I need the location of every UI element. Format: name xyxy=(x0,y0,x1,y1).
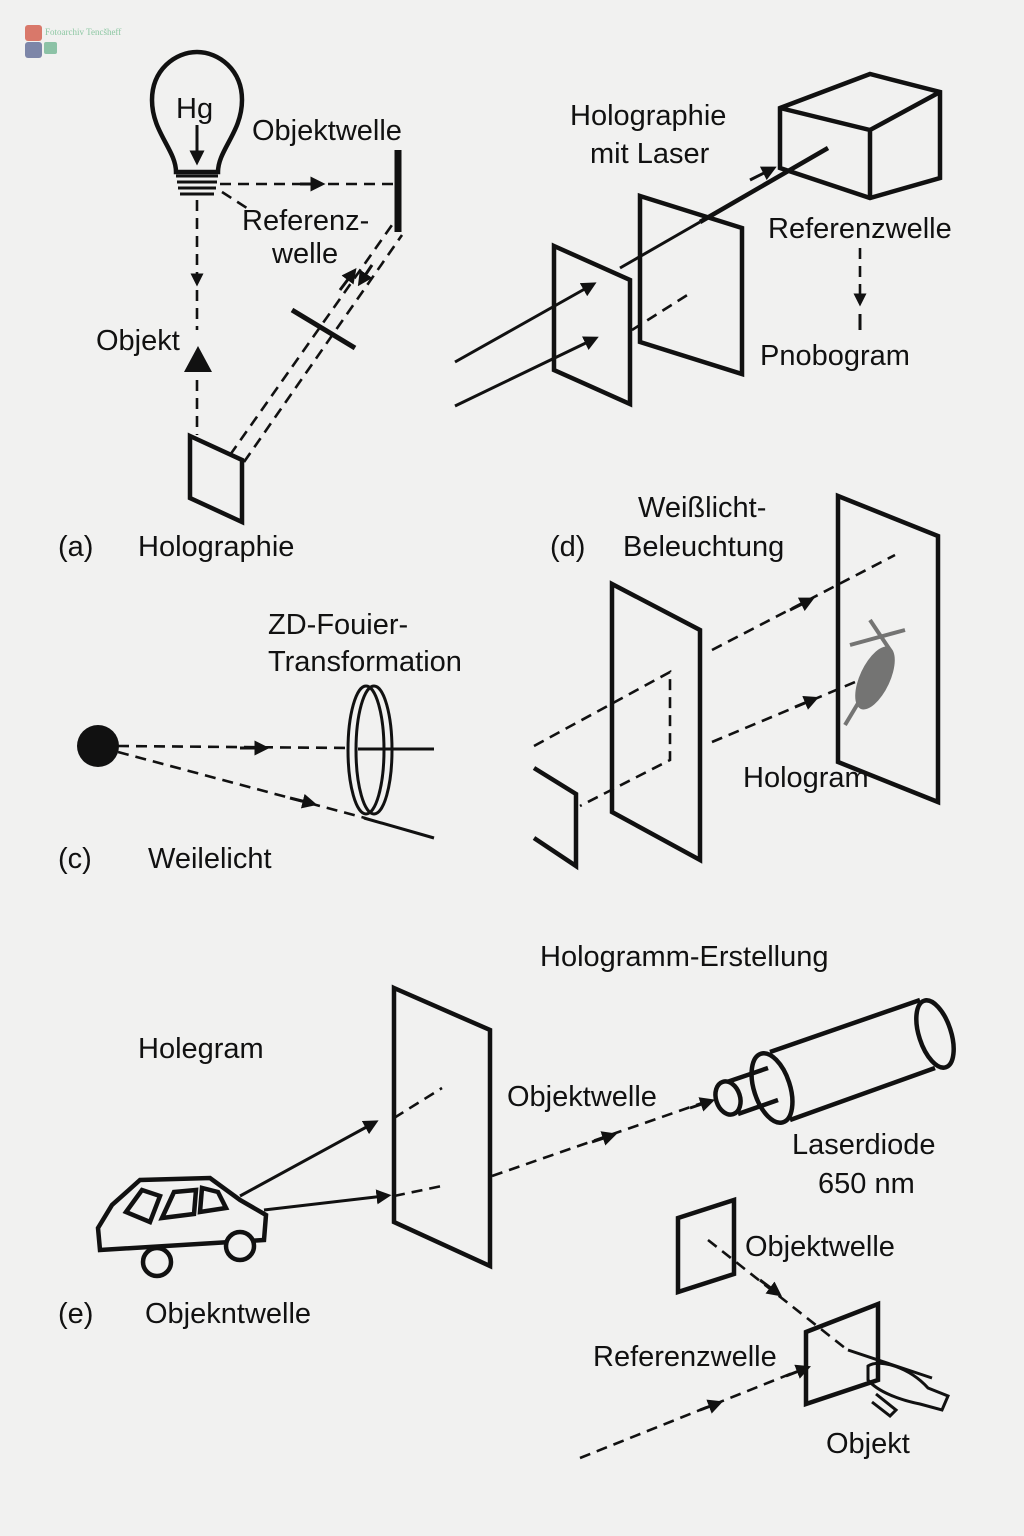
pnobogram-label: Pnobogram xyxy=(760,340,910,372)
light-source-dot xyxy=(77,725,119,767)
panel-c-caption: Weilelicht xyxy=(148,843,272,875)
panel-a-caption: Holographie xyxy=(138,531,294,563)
reference-wave-label-e: Referenzwelle xyxy=(593,1341,777,1373)
helicopter-model-icon xyxy=(847,1348,950,1418)
object-wave-label-e: Objektwelle xyxy=(507,1081,657,1113)
panel-a-letter: (a) xyxy=(58,531,93,563)
laser-diode-icon xyxy=(713,997,956,1125)
beam-splitter xyxy=(290,307,357,351)
lamp-bulb-icon xyxy=(149,49,245,175)
helicopter-image xyxy=(843,618,906,727)
panel-c-title-2: Transformation xyxy=(268,646,462,678)
object-wave-label: Objektwelle xyxy=(252,115,402,147)
hologram-label: Hologram xyxy=(743,762,869,794)
object-triangle-icon xyxy=(184,346,212,372)
object-label: Objekt xyxy=(96,325,180,357)
plate-e xyxy=(391,984,493,1270)
panel-a: Hg Objektwelle Referenz- welle Objekt (a… xyxy=(58,49,404,563)
holegram-label: Holegram xyxy=(138,1033,264,1065)
plate-d xyxy=(609,580,703,864)
plate-b-1 xyxy=(551,242,633,408)
holo-plate-a xyxy=(187,432,245,526)
panel-e-letter: (e) xyxy=(58,1298,93,1330)
panel-d-title-1: Weißlicht- xyxy=(638,492,766,524)
panel-d-title-2: Beleuchtung xyxy=(623,531,784,563)
panel-c: ZD-Fouier- Transformation (c) Weilelicht xyxy=(58,609,462,875)
panel-e-caption: Objekntwelle xyxy=(145,1298,311,1330)
panel-e-title: Hologramm-Erstellung xyxy=(540,941,829,973)
reference-wave-label: Referenzwelle xyxy=(768,213,952,245)
svg-text:Fotoarchiv Tencšheff: Fotoarchiv Tencšheff xyxy=(45,27,121,37)
lamp-label: Hg xyxy=(176,93,213,125)
panel-b-title-2: mit Laser xyxy=(590,138,710,170)
laserdiode-label: Laserdiode xyxy=(792,1129,936,1161)
plate-b-2 xyxy=(637,192,745,378)
reference-wave-label-2: welle xyxy=(271,238,338,270)
laser-box xyxy=(777,71,943,201)
watermark-logo: Fotoarchiv Tencšheff xyxy=(25,25,121,58)
object-label-e: Objekt xyxy=(826,1428,910,1460)
car-icon xyxy=(95,1175,269,1279)
panel-c-title-1: ZD-Fouier- xyxy=(268,609,408,641)
wavelength-label: 650 nm xyxy=(818,1168,915,1200)
panel-e: Hologramm-Erstellung Holegram Objektwell… xyxy=(58,941,956,1460)
object-wave-label-e2: Objektwelle xyxy=(745,1231,895,1263)
lamp-base xyxy=(176,174,218,196)
hologram-plate-d xyxy=(835,492,941,806)
panel-b: Holographie mit Laser Referenzwelle Pnob… xyxy=(454,71,952,408)
reference-wave-label-1: Referenz- xyxy=(242,205,369,237)
panel-d-letter: (d) xyxy=(550,531,585,563)
panel-b-title-1: Holographie xyxy=(570,100,726,132)
panel-c-letter: (c) xyxy=(58,843,92,875)
hologram-plate-e2 xyxy=(803,1300,881,1408)
panel-d: Weißlicht- (d) Beleuchtung Hologram xyxy=(532,492,941,871)
small-plate-e xyxy=(675,1196,737,1296)
